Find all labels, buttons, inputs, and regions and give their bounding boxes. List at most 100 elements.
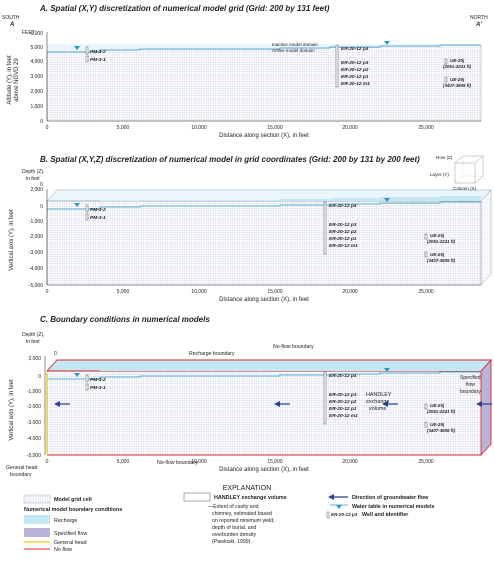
y-axis-label: Vertical axis (Y), in feet xyxy=(9,379,15,441)
y-tick-label: 2,000 xyxy=(28,356,41,362)
active-domain-label: Active model domain xyxy=(272,48,315,53)
x-tick-label: 15,000 xyxy=(267,289,283,295)
y-tick-label: 2,000 xyxy=(30,187,43,193)
water-table-marker-icon xyxy=(74,46,80,50)
y-tick-label: -1,000 xyxy=(29,219,43,225)
depth-zero-label: 0 xyxy=(54,351,57,357)
legend-handley-desc: —Extent of cavity and xyxy=(208,504,259,510)
y-tick-label: -4,000 xyxy=(29,266,43,272)
inactive-domain-label: Inactive model domain xyxy=(272,42,318,47)
x-axis-label: Distance along section (X), in feet xyxy=(219,467,309,473)
x-tick-label: 10,000 xyxy=(191,289,207,295)
section-end-label: A' xyxy=(475,22,482,28)
legend-grid-label: Model grid cell xyxy=(54,497,92,503)
x-ticks-b: 0 5,000 10,000 15,000 20,000 25,000 xyxy=(46,289,434,295)
y-tick-label: -2,000 xyxy=(29,234,43,240)
panel-a: A. Spatial (X,Y) discretization of numer… xyxy=(2,4,488,139)
x-tick-label: 25,000 xyxy=(418,289,434,295)
groundwater-flow-arrow-icon xyxy=(476,401,492,407)
well-label: ER-20-12 p3 xyxy=(329,222,357,228)
x-tick-label: 15,000 xyxy=(267,459,283,465)
x-axis-label: Distance along section (X), in feet xyxy=(219,133,309,139)
specified-flow-boundary-face xyxy=(480,358,492,457)
legend-recharge-label: Recharge xyxy=(54,518,77,524)
well-label: ER-20-12 p2 xyxy=(329,229,357,235)
groundwater-flow-arrow-icon xyxy=(382,401,398,407)
panel-a-title: A. Spatial (X,Y) discretization of numer… xyxy=(39,4,330,13)
legend-flow-arrow-icon xyxy=(328,494,348,500)
x-tick-label: 15,000 xyxy=(267,125,283,131)
y-tick-label: 6,000 xyxy=(30,31,43,37)
legend-handley-desc: (Pawloski, 1999). xyxy=(212,539,252,545)
y-ticks-b: 2,000 0 -1,000 -2,000 -3,000 -4,000 -5,0… xyxy=(29,187,43,289)
well-icon xyxy=(85,213,89,221)
panel-b-title: B. Spatial (X,Y,Z) discretization of num… xyxy=(40,155,420,164)
well-depth-label: (3407-3605 ft) xyxy=(443,83,472,88)
legend-heading: EXPLANATION xyxy=(223,485,272,492)
well-icon xyxy=(85,55,89,63)
specified-flow-label: boundary xyxy=(460,389,481,395)
legend-handley-desc: depth of burial, and xyxy=(212,525,257,531)
depth-label: in feet xyxy=(26,176,40,182)
legend-handley-desc: overburden density xyxy=(212,532,257,538)
panel-c: C. Boundary conditions in numerical mode… xyxy=(6,315,493,478)
well-label: ER-20-12 p1 xyxy=(329,236,357,242)
legend-grid-swatch xyxy=(23,494,51,504)
groundwater-flow-arrow-icon xyxy=(54,401,70,407)
legend-handley-desc: on reported minimum yield, xyxy=(212,518,275,524)
north-label: NORTH xyxy=(470,15,488,21)
recharge-boundary-label: Recharge boundary xyxy=(189,351,235,357)
depth-zero-label: 0 xyxy=(40,182,43,188)
y-tick-label: -4,000 xyxy=(27,436,41,442)
cube-layer-label: Layer (Y) xyxy=(430,172,449,177)
panel-b: B. Spatial (X,Y,Z) discretization of num… xyxy=(9,155,492,303)
legend-boundary-heading: Numerical model boundary conditions xyxy=(24,507,122,513)
x-axis-label: Distance along section (X), in feet xyxy=(219,297,309,303)
x-tick-label: 0 xyxy=(46,459,49,465)
well-icon xyxy=(85,46,89,55)
well-label: PM-3-1 xyxy=(90,57,106,63)
legend-recharge-swatch xyxy=(24,515,50,524)
legend-handley-desc: chimney, estimated based xyxy=(212,511,272,517)
well-label: ER-20-12 p3 xyxy=(341,60,369,66)
well-label: ER-20-12 m1 xyxy=(329,243,358,249)
y-tick-label: 0 xyxy=(38,374,41,380)
y-axis-label: Altitude (Y), in feet xyxy=(7,55,13,105)
y-tick-label: 4,000 xyxy=(30,59,43,65)
well-label: UE-20j xyxy=(450,58,465,63)
well-label: ER-20-12 m1 xyxy=(329,413,358,419)
water-table-marker-icon xyxy=(74,203,80,207)
no-flow-boundary-label: No-flow boundary xyxy=(157,460,198,466)
legend-handley-swatch xyxy=(183,492,211,502)
well-label: UE-20j xyxy=(430,422,445,427)
x-tick-label: 0 xyxy=(46,289,49,295)
x-tick-label: 5,000 xyxy=(117,289,130,295)
water-table-line xyxy=(47,201,481,210)
well-label: ER-20-12 p1 xyxy=(329,406,357,412)
south-label: SOUTH xyxy=(2,15,20,21)
legend-water-table-icon xyxy=(336,505,342,509)
well-label: ER-20-12 m1 xyxy=(341,81,370,87)
y-tick-label: -3,000 xyxy=(29,250,43,256)
well-icon xyxy=(335,44,339,88)
model-front-grid xyxy=(47,371,481,455)
x-tick-label: 25,000 xyxy=(418,459,434,465)
x-tick-label: 20,000 xyxy=(342,459,358,465)
panel-c-title: C. Boundary conditions in numerical mode… xyxy=(40,315,210,324)
grid-orientation-cube-icon xyxy=(454,155,484,184)
depth-label: Depth (Z), xyxy=(22,169,45,175)
legend-well-icon xyxy=(326,511,330,519)
specified-flow-label: flow xyxy=(466,382,475,388)
explanation-legend: EXPLANATION Model grid cell Numerical mo… xyxy=(23,485,434,553)
well-label: ER-20-12 p2 xyxy=(329,399,357,405)
wells-panel-c: PM-3-2 PM-3-1 ER-20-12 p4 ER-20-12 p3 ER… xyxy=(85,371,456,433)
well-label: ER-20-12 p4 xyxy=(329,203,357,209)
legend-no-flow-label: No flow xyxy=(54,547,72,553)
well-label: UE-20j xyxy=(430,252,445,257)
wells-panel-b: PM-3-2 PM-3-1 ER-20-12 p4 ER-20-12 p3 ER… xyxy=(85,201,456,263)
well-depth-label: (2051-2241 ft) xyxy=(443,64,472,69)
handley-label: volume xyxy=(369,406,386,412)
recharge-strip xyxy=(47,366,481,371)
no-flow-boundary-label: No-flow boundary xyxy=(273,344,314,350)
